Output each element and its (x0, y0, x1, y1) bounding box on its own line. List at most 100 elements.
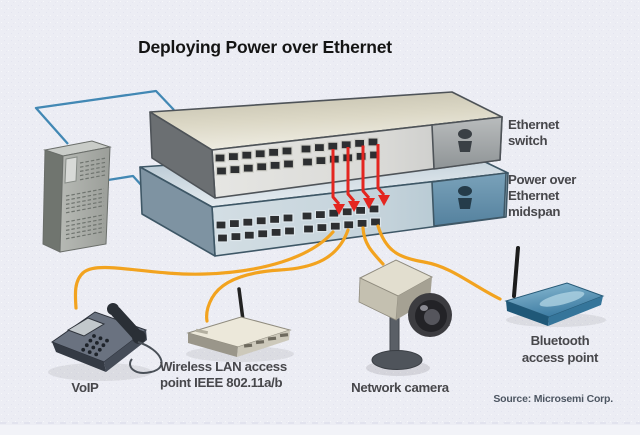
midspan-label-line2: Ethernet (508, 188, 560, 203)
phone-front-edge (52, 342, 106, 372)
vent-line (65, 196, 105, 205)
ethernet-port (241, 150, 253, 160)
ethernet-port (301, 157, 314, 167)
ethernet-port (257, 229, 269, 239)
ethernet-port (340, 140, 352, 150)
ethernet-port (327, 141, 339, 151)
ethernet-port (214, 153, 226, 163)
ethernet-port (269, 160, 281, 170)
vent-line (65, 222, 105, 231)
ethernet-port (355, 151, 367, 161)
ethernet-port (268, 147, 280, 157)
vent-line (79, 157, 107, 164)
power-cable (361, 145, 371, 199)
keypad-key (94, 352, 99, 357)
midspan-port-group-left (215, 213, 296, 243)
vent-line (79, 165, 107, 172)
vendor-logo-icon (458, 129, 472, 152)
camera-label: Network camera (351, 380, 450, 395)
bt-front-right-face (548, 296, 603, 326)
wlan-label-line2: point IEEE 802.11a/b (160, 375, 283, 390)
phone-handset (110, 306, 142, 340)
ethernet-port (282, 159, 295, 169)
handset-earpiece (107, 303, 119, 315)
ap-ports (243, 333, 289, 348)
wlan-label-line1: Wireless LAN access (160, 359, 287, 374)
keypad-key (81, 347, 86, 352)
vent-line (65, 218, 105, 227)
power-cable (376, 144, 386, 196)
tower-vents (65, 157, 107, 240)
keypad-key (97, 347, 102, 352)
switch-left-face (149, 111, 216, 199)
ethernet-port (242, 217, 254, 227)
source-credit: Source: Microsemi Corp. (493, 393, 613, 405)
vendor-logo-icon (458, 186, 472, 209)
ethernet-port (283, 226, 296, 236)
power-patch-cables (331, 144, 390, 215)
bottom-strip (0, 425, 640, 435)
switch-port-group-left (214, 146, 295, 176)
diagram-title: Deploying Power over Ethernet (138, 37, 392, 57)
ethernet-port (215, 166, 228, 176)
ethernet-port (316, 222, 328, 233)
ethernet-port (254, 149, 266, 159)
poe-cable-camera (361, 226, 385, 266)
poe-cable-voip (73, 230, 335, 310)
keypad-key (105, 338, 109, 343)
keypad-key (98, 336, 103, 341)
power-cable (346, 147, 356, 202)
ethernet-port (315, 155, 327, 166)
ethernet-port (329, 221, 341, 231)
ethernet-port (243, 230, 255, 240)
poe-cable-bluetooth (376, 224, 502, 301)
network-camera (358, 259, 452, 376)
midspan-port-group-right (301, 204, 382, 234)
ethernet-port (281, 146, 293, 156)
ap-front-left-face (188, 333, 238, 357)
ap-front-right-face (237, 330, 290, 357)
midspan-label-line1: Power over (508, 172, 576, 187)
ethernet-port (242, 163, 254, 173)
ethernet-port (228, 218, 240, 229)
ethernet-port (355, 205, 367, 215)
vent-line (65, 204, 105, 214)
ethernet-port (343, 220, 355, 230)
ethernet-port (229, 164, 241, 175)
bt-front-left-face (506, 301, 549, 326)
ethernet-port (314, 209, 326, 220)
ethernet-port (216, 233, 229, 243)
ethernet-port (354, 138, 366, 148)
arrowhead-down-icon (378, 195, 390, 206)
voip-label: VoIP (71, 380, 99, 395)
vent-line (79, 170, 107, 177)
phone-keypad (81, 334, 109, 357)
ethernet-port (341, 207, 353, 217)
handset-cord (129, 341, 163, 374)
ethernet-port (230, 231, 242, 242)
tower-display-panel (64, 156, 78, 184)
vent-line (65, 188, 105, 197)
ethernet-port (356, 218, 368, 228)
arrowhead-down-icon (363, 198, 375, 209)
keypad-key (92, 334, 96, 338)
midspan-left-face (139, 166, 216, 257)
server-tower (42, 140, 112, 253)
uplink-cable-switch (34, 89, 175, 145)
ethernet-port (215, 220, 227, 230)
vent-line (79, 161, 107, 168)
arrowhead-down-icon (333, 204, 345, 215)
wireless-access-point (186, 287, 294, 362)
keypad-key (101, 343, 106, 348)
phone-display (66, 317, 106, 337)
bluetooth-access-point (504, 246, 606, 327)
ethernet-port (300, 144, 312, 154)
poe-cable-wlan (205, 228, 350, 323)
bluetooth-label-line1: Bluetooth (531, 333, 590, 348)
ethernet-port (301, 211, 313, 221)
ethernet-port (255, 216, 267, 226)
voip-phone (48, 303, 163, 381)
ethernet-port (367, 137, 379, 147)
